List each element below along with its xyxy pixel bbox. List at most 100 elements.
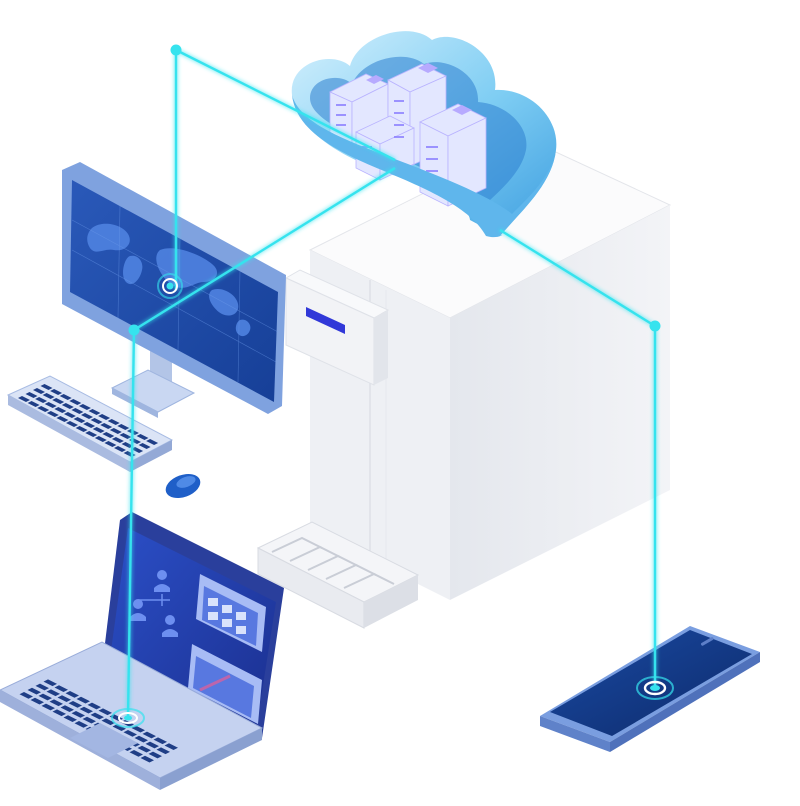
touchpad [70,723,138,758]
key [56,416,69,422]
key [164,743,178,750]
key [74,721,88,728]
smartphone [540,626,760,752]
key [146,439,159,445]
key [69,399,82,405]
key [90,418,103,424]
connection-lines [126,48,657,719]
key [27,401,40,407]
key [111,437,124,443]
key [109,428,122,434]
key [98,414,111,420]
key [85,431,98,437]
key [35,397,48,403]
key [71,711,85,718]
keyboard-keys [18,384,159,457]
key [87,702,101,710]
key [63,412,76,418]
key [78,404,91,410]
key [46,689,60,697]
key [107,419,120,425]
key [101,718,115,726]
key [25,392,38,398]
key [33,388,45,394]
key [73,417,86,423]
key [63,715,77,722]
key [137,745,151,753]
keyboard [6,375,174,472]
key [153,737,167,745]
key [68,701,82,708]
org-chart [130,570,178,637]
cloud-server [291,31,557,238]
key [50,389,63,395]
key [38,693,52,701]
key [129,750,143,757]
key [134,735,148,743]
key [81,413,93,419]
key [52,709,66,717]
key [94,436,107,442]
key [112,724,126,731]
key [41,703,55,711]
key [142,731,156,739]
key [44,402,57,408]
key [76,696,90,704]
key [54,685,68,692]
node-monitor-icon [128,324,140,336]
drip-tray [256,521,420,629]
key [156,747,170,755]
key [35,683,49,691]
key [117,424,130,430]
key [60,705,74,712]
key [42,393,55,399]
key [79,706,93,714]
key [18,396,30,402]
key [140,755,154,763]
key [71,408,84,414]
key [114,446,126,452]
key [98,708,112,716]
key [104,441,117,447]
key [121,442,134,448]
key [52,398,65,404]
key [75,426,88,432]
node-top-icon [170,44,182,56]
key [92,427,105,433]
chart-window [188,644,262,724]
key [100,423,113,429]
key [82,716,96,724]
control-panel [284,269,390,386]
key [83,422,96,428]
key [40,384,53,390]
dispenser-side [450,205,670,600]
water-dispenser [256,139,672,629]
node-right-icon [649,320,661,332]
key [90,712,104,720]
key [131,725,145,733]
key [57,695,71,702]
key [119,433,132,439]
key [59,394,72,400]
key [102,432,115,438]
indicator-light [306,307,345,334]
key [131,447,144,453]
key [138,443,151,449]
key [49,699,63,707]
key [88,409,101,415]
key [65,691,79,698]
target-monitor-icon [157,273,183,299]
key [148,751,162,759]
key [43,679,57,687]
target-phone-icon [636,676,674,700]
key [46,411,59,417]
key [66,421,78,427]
laptop [0,512,284,790]
key [136,434,149,440]
app-window [196,574,266,652]
key [19,692,33,699]
key [145,741,159,749]
key [27,687,41,695]
desktop-monitor [62,162,286,418]
